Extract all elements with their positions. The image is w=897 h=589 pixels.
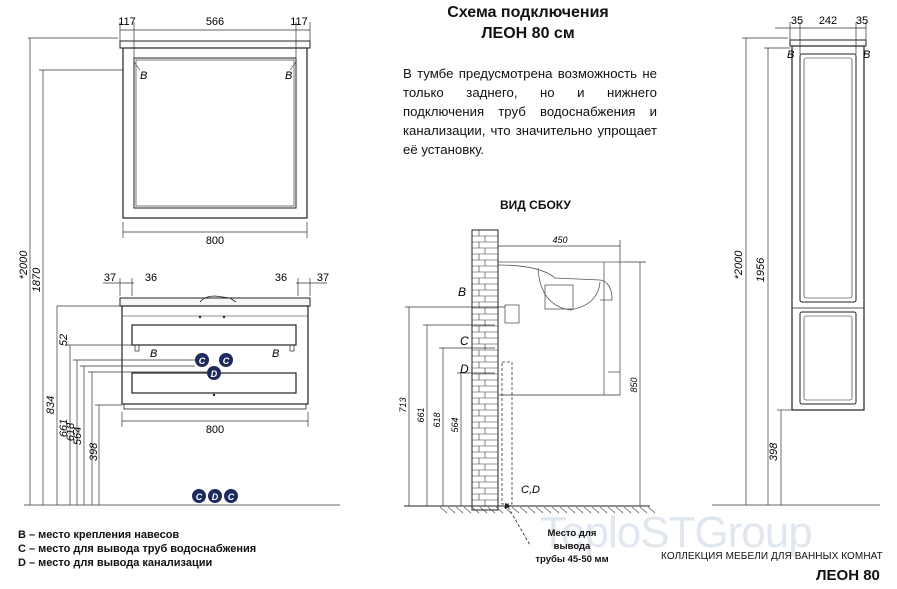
- height-total: *2000: [18, 250, 30, 280]
- outlet-c-right: C: [223, 356, 230, 366]
- cabinet-marker-right: B: [272, 348, 279, 360]
- side-marker-cd: C,D: [521, 484, 540, 496]
- pipe-note: Место для вывода трубы 45-50 мм: [532, 527, 612, 566]
- height-564: 564: [72, 427, 84, 445]
- page-title-line1: Схема подключения: [447, 4, 609, 21]
- column-dim-right: 35: [856, 15, 868, 27]
- side-dim-564: 564: [450, 417, 460, 432]
- cabinet-dim-right2: 37: [317, 272, 329, 284]
- cabinet-dim-width: 800: [206, 424, 224, 436]
- side-view-drawing: [404, 229, 656, 514]
- side-dim-height: 850: [629, 377, 639, 392]
- mirror-dim-width: 800: [206, 235, 224, 247]
- height-661: 661: [58, 419, 70, 437]
- page-title-line2: ЛЕОН 80 см: [481, 25, 575, 42]
- floor-outlet-1: C: [196, 492, 203, 502]
- mirror-marker-left: B: [140, 70, 147, 82]
- cabinet-marker-left: B: [150, 348, 157, 360]
- column-marker-left: B: [787, 49, 794, 61]
- mirror-dim-left: 117: [118, 16, 136, 28]
- vanity-front-view: [119, 295, 311, 410]
- height-618: 618: [65, 422, 77, 441]
- tall-column-view: [789, 39, 867, 411]
- watermark-logo: TeploSTGroup: [540, 508, 813, 557]
- mirror-dim-right: 117: [290, 16, 308, 28]
- cabinet-outlet-circles: [195, 353, 233, 380]
- mirror-dim-middle: 566: [206, 16, 224, 28]
- column-dim-bottom: 398: [768, 442, 780, 461]
- model-label: ЛЕОН 80: [816, 567, 880, 584]
- floor-outlet-2: D: [212, 492, 219, 502]
- column-dim-middle: 242: [819, 15, 837, 27]
- mirror-marker-right: B: [285, 70, 292, 82]
- legend-item-c: C – место для вывода труб водоснабжения: [18, 543, 257, 555]
- height-1870: 1870: [31, 267, 43, 292]
- side-marker-c: C: [460, 334, 469, 348]
- floor-outlet-circles: [192, 489, 238, 503]
- cabinet-dim-left2: 36: [145, 272, 157, 284]
- description-text: В тумбе предусмотрена возможность не тол…: [403, 66, 657, 157]
- side-marker-d: D: [460, 362, 469, 376]
- side-marker-b: B: [458, 285, 466, 299]
- collection-label: КОЛЛЕКЦИЯ МЕБЕЛИ ДЛЯ ВАННЫХ КОМНАТ: [661, 551, 883, 562]
- mirror-front-view: [119, 40, 311, 219]
- side-dim-618: 618: [432, 412, 442, 427]
- side-dim-661: 661: [416, 407, 426, 422]
- pipe-note-line2: вывода: [553, 541, 591, 552]
- column-dim-total: *2000: [733, 250, 745, 280]
- outlet-c-left: C: [199, 356, 206, 366]
- pipe-note-line3: трубы 45-50 мм: [535, 554, 609, 565]
- column-marker-right: B: [863, 49, 870, 61]
- height-398: 398: [88, 442, 100, 461]
- pipe-note-line1: Место для: [547, 528, 597, 539]
- cabinet-dim-right1: 36: [275, 272, 287, 284]
- height-52: 52: [58, 334, 70, 346]
- cabinet-dim-left1: 37: [104, 272, 116, 284]
- column-dim-left: 35: [791, 15, 803, 27]
- column-dim-height: 1956: [755, 257, 767, 282]
- legend-item-d: D – место для вывода канализации: [18, 557, 213, 569]
- outlet-d: D: [211, 369, 218, 379]
- side-dim-depth: 450: [552, 235, 567, 245]
- height-834: 834: [45, 396, 57, 414]
- side-view-label: ВИД СБОКУ: [500, 198, 571, 212]
- side-dim-713: 713: [398, 397, 408, 412]
- floor-outlet-3: C: [228, 492, 235, 502]
- legend-item-b: B – место крепления навесов: [18, 529, 180, 541]
